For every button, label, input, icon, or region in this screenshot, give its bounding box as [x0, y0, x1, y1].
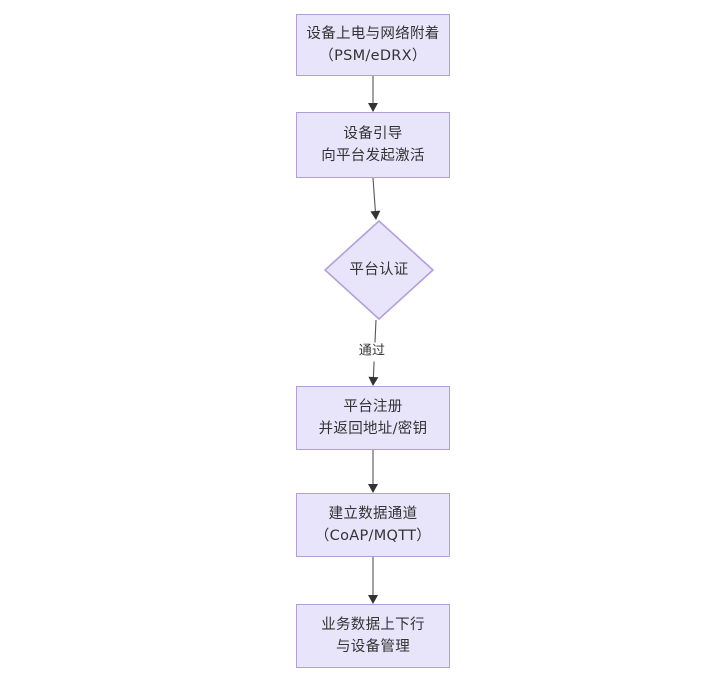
flow-node-establish-data-channel[interactable]: 建立数据通道 （CoAP/MQTT） — [296, 493, 450, 557]
node-line: 平台注册 — [343, 398, 403, 415]
arrow-head-icon — [370, 210, 381, 220]
node-line: 并返回地址/密钥 — [318, 421, 428, 437]
edge-line — [372, 177, 376, 212]
node-line: 设备引导 — [343, 125, 403, 142]
node-line: 与设备管理 — [336, 639, 410, 655]
arrow-head-icon — [368, 484, 378, 493]
node-line: 平台认证 — [349, 261, 409, 278]
arrow-head-icon — [368, 595, 378, 604]
flow-node-device-power-on[interactable]: 设备上电与网络附着 （PSM/eDRX） — [296, 14, 450, 76]
arrow-head-icon — [368, 376, 379, 386]
node-line: （PSM/eDRX） — [319, 48, 427, 64]
flow-node-device-bootstrap[interactable]: 设备引导 向平台发起激活 — [296, 112, 450, 178]
arrow-head-icon — [368, 103, 378, 112]
node-line: 建立数据通道 — [328, 505, 418, 522]
node-line: （CoAP/MQTT） — [314, 528, 432, 544]
diamond-shape-icon — [324, 220, 434, 320]
node-line: 设备上电与网络附着 — [306, 25, 440, 42]
node-line: 向平台发起激活 — [321, 148, 425, 164]
node-line: 业务数据上下行 — [321, 616, 425, 633]
flow-node-platform-register[interactable]: 平台注册 并返回地址/密钥 — [296, 386, 450, 450]
edge-label-pass: 通过 — [355, 342, 389, 362]
flow-node-business-data[interactable]: 业务数据上下行 与设备管理 — [296, 604, 450, 668]
flow-decision-platform-auth[interactable]: 平台认证 — [324, 220, 434, 320]
